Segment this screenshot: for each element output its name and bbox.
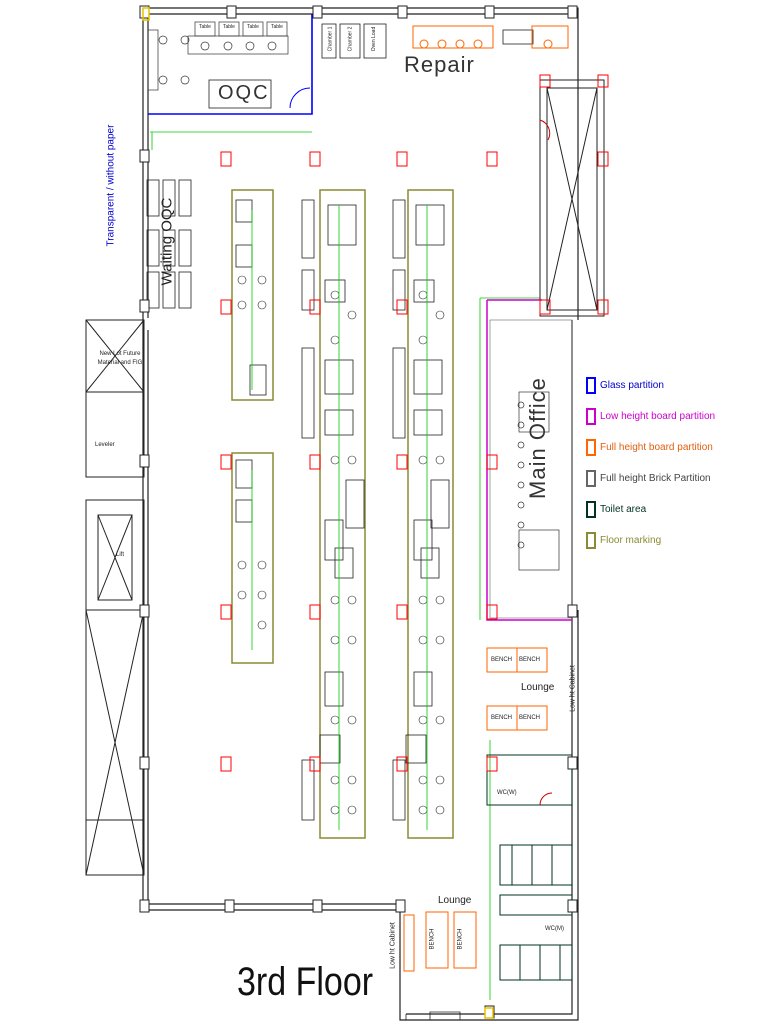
legend-label: Toilet area [600,504,647,515]
waiting-oqc-label: Waiting OQC [158,197,176,286]
corner-markers [142,7,494,1019]
lounge-label-upper: Lounge [521,682,555,693]
legend-label: Glass partition [600,380,664,391]
oqc-label: OQC [218,82,270,104]
waiting-oqc-racks [146,179,192,309]
work-stations [237,275,445,815]
core-top-right [539,79,605,317]
conveyor-route-lines [150,131,540,1000]
leveler-label: Leveler [95,442,115,448]
legend-swatch [586,532,596,549]
legend-label: Full height Brick Partition [600,473,711,484]
legend-item: Low height board partition [586,401,726,432]
legend-swatch [586,408,596,425]
legend-swatch [586,501,596,518]
bench-label: BENCH [519,715,541,721]
oven-load-label: Oven Load [371,26,378,52]
floor-marking-areas [231,189,454,839]
legend-item: Glass partition [586,370,726,401]
lounge-label-lower: Lounge [438,895,472,906]
legend-label: Low height board partition [600,411,716,422]
wall-posts [139,5,578,1019]
legend-item: Toilet area [586,494,726,525]
desk-label: Table [271,24,283,30]
page-title: 3rd Floor [237,960,374,1004]
bench-label: BENCH [491,657,513,663]
transparent-note: Transparent / without paper [105,124,117,247]
bench-label: BENCH [429,928,436,950]
bench-label: BENCH [519,657,541,663]
oqc-room [147,13,313,115]
lounge-benches [403,647,548,972]
legend-item: Full height Brick Partition [586,463,726,494]
line-equipment [235,199,450,821]
desk-label: Table [199,24,211,30]
main-office [486,299,573,621]
repair-benches [412,25,569,49]
legend-swatch [586,470,596,487]
outer-walls [142,7,579,1021]
wc-men-label: WC(M) [545,926,564,932]
legend-item: Floor marking [586,525,726,556]
toilet-area [486,754,573,981]
chamber-1-label: Chamber 1 [327,26,334,52]
legend-item: Full height board partition [586,432,726,463]
main-office-label: Main Office [525,377,550,499]
low-ht-cabinet-right: Low ht Cabinet [569,665,577,712]
desk-label: Table [247,24,259,30]
low-ht-cabinet-left: Low ht Cabinet [389,922,397,969]
new-lot-label: New Lot Future Material and FIG [97,351,143,366]
legend-label: Full height board partition [600,442,713,453]
legend-swatch [586,377,596,394]
repair-label: Repair [404,52,475,77]
lift-label: Lift [116,552,125,558]
building-columns [220,74,609,772]
chamber-2-label: Chamber 2 [347,26,354,52]
bottom-edge [405,1011,578,1021]
legend: Glass partition Low height board partiti… [586,370,726,556]
bench-label: BENCH [491,715,513,721]
chambers [321,23,534,59]
desk-label: Table [223,24,235,30]
legend-swatch [586,439,596,456]
left-annex [85,319,145,876]
bench-label: BENCH [457,928,464,950]
wc-women-label: WC(W) [497,790,517,796]
legend-label: Floor marking [600,535,662,546]
